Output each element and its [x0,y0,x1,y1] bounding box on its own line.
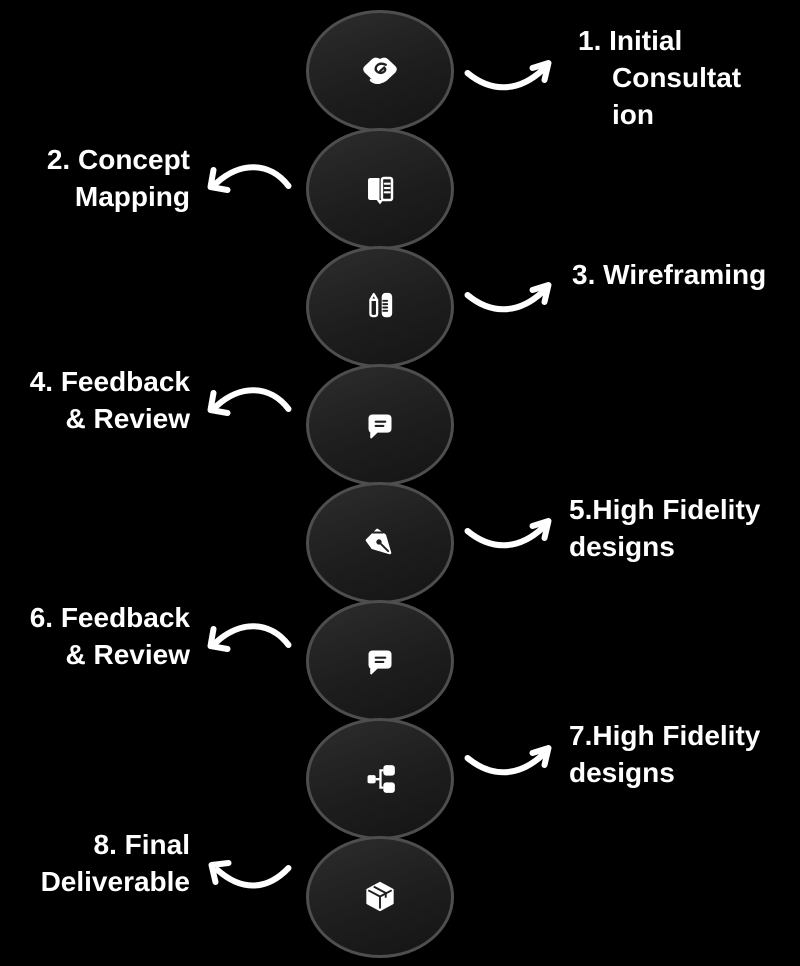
pencil-ruler-icon [369,292,393,318]
label-line: ion [612,99,654,130]
curved-arrow-right-icon [464,282,552,313]
label-line: 5.High Fidelity [569,494,761,525]
label-line: 8. Final [93,829,190,860]
label-line: Consultat [612,62,742,93]
curved-arrow-left-icon [207,164,292,193]
label-line: Deliverable [40,866,190,897]
step-8-circle [306,836,454,958]
step-2-label: 2. Concept Mapping [8,141,190,215]
label-line: 7.High Fidelity [569,720,761,751]
label-line: 6. Feedback [29,602,190,633]
step-5-circle [306,482,454,604]
label-line: 3. Wireframing [572,259,767,290]
label-line: Mapping [74,181,190,212]
flowchart-icon [367,765,395,793]
curved-arrow-right-icon [464,60,552,91]
step-3-label: 3. Wireframing [572,256,766,293]
step-8-label: 8. Final Deliverable [8,826,190,900]
pen-nib-icon [365,528,392,555]
label-line: 2. Concept [46,144,190,175]
step-4-circle [306,364,454,486]
step-5-label: 5.High Fidelity designs [569,491,760,565]
step-3-circle [306,246,454,368]
package-icon [366,881,394,912]
step-1-label: 1. Initial Consultat ion [578,22,741,133]
curved-arrow-left-icon [207,387,292,416]
open-book-icon [368,176,394,205]
step-1-circle [306,10,454,132]
chat-bubble-icon [368,650,392,675]
label-line: designs [569,531,675,562]
curved-arrow-right-icon [464,745,552,776]
label-line: & Review [65,639,191,670]
handshake-icon [363,57,397,85]
label-line: designs [569,757,675,788]
step-7-circle [306,718,454,840]
curved-arrow-left-icon [207,623,292,652]
step-6-label: 6. Feedback & Review [8,599,190,673]
curved-arrow-left-up-icon [208,860,292,889]
label-line: 1. Initial [578,25,683,56]
step-7-label: 7.High Fidelity designs [569,717,760,791]
step-2-circle [306,128,454,250]
step-6-circle [306,600,454,722]
chat-bubble-icon [368,414,392,439]
curved-arrow-right-icon [464,518,552,549]
step-4-label: 4. Feedback & Review [8,363,190,437]
label-line: & Review [65,403,191,434]
label-line: 4. Feedback [29,366,190,397]
